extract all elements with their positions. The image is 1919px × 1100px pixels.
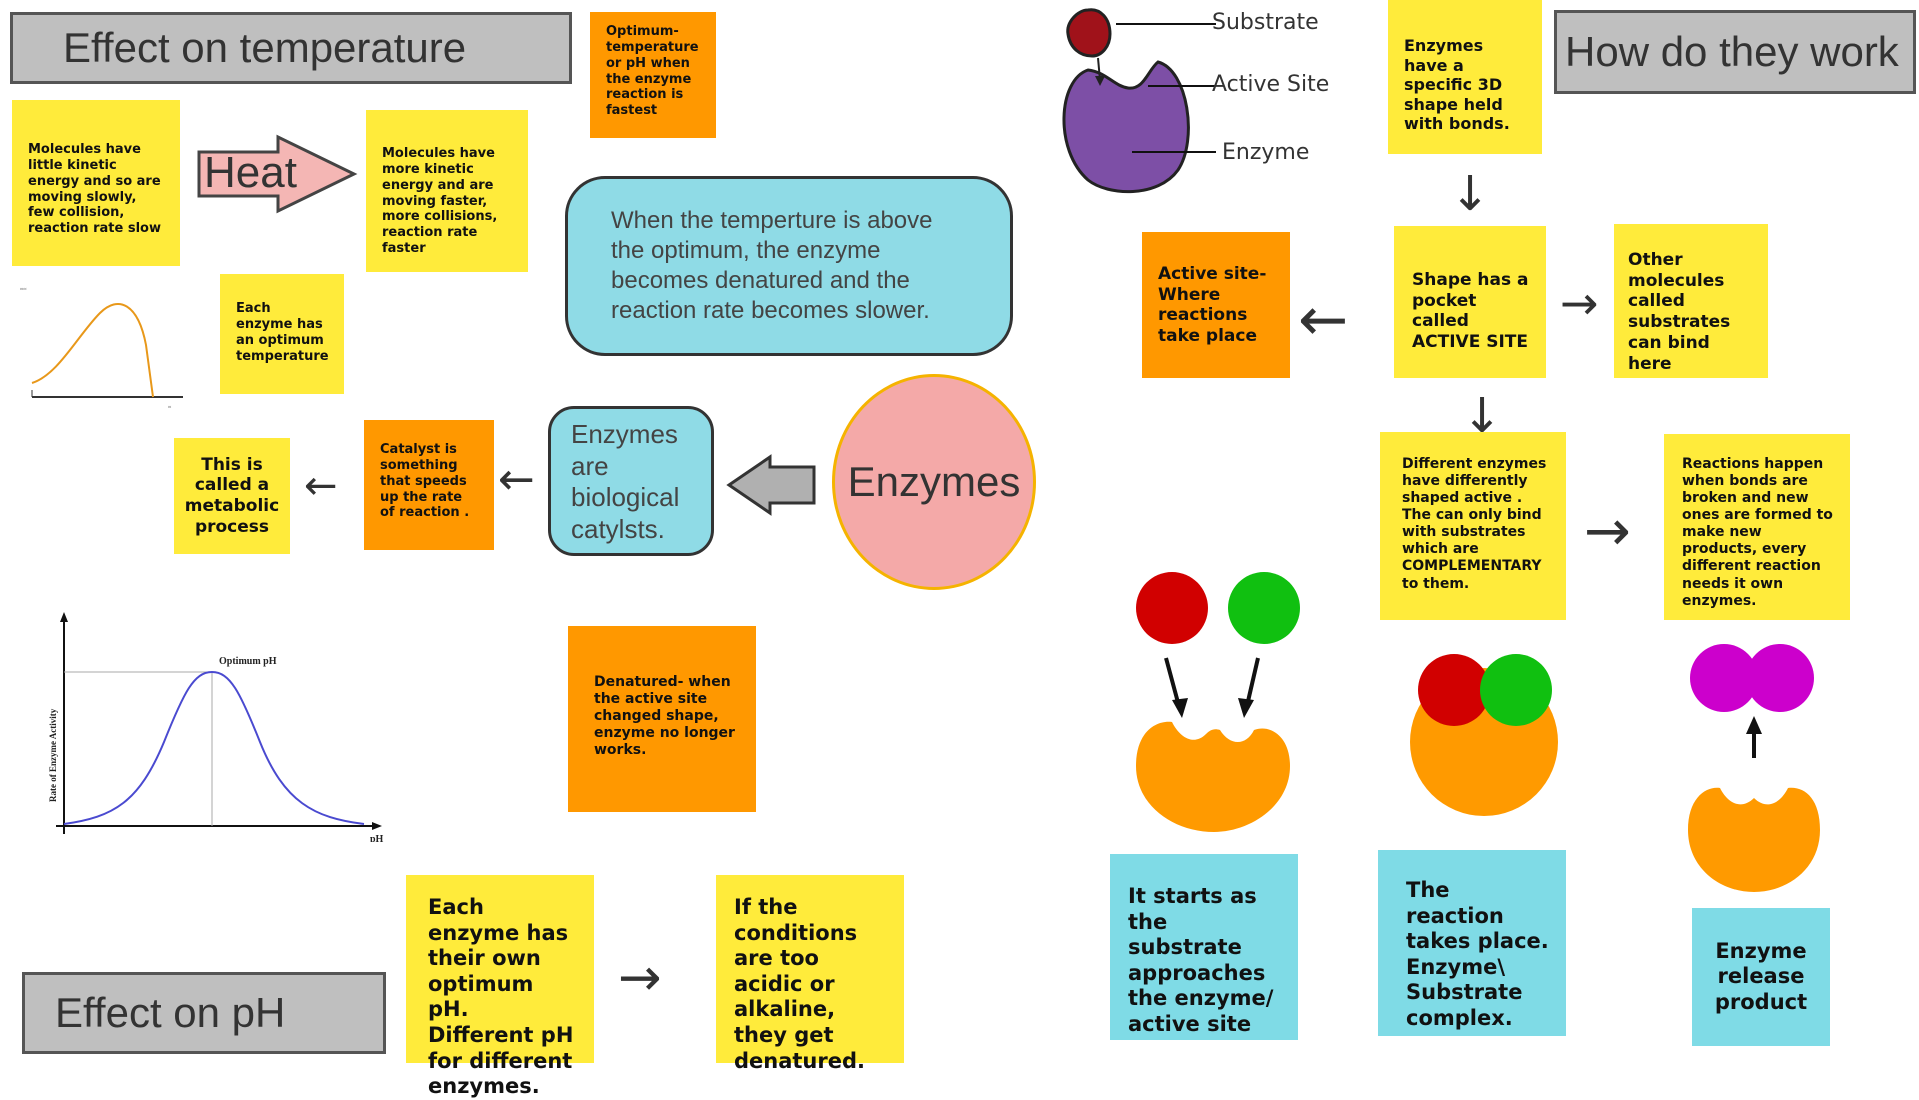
enzyme-substrate-diagram xyxy=(1062,8,1216,194)
temperature-curve-graph: ≈≈ ≈ xyxy=(20,287,183,411)
step2-enzyme-substrate-complex xyxy=(1410,654,1558,816)
step3-product-release xyxy=(1688,644,1820,892)
note-active-site-definition: Active site- Where reactions take place xyxy=(1142,232,1290,378)
label-active-site: Active Site xyxy=(1212,72,1330,97)
note-acidic-alkaline-denatured: If the conditions are too acidic or alka… xyxy=(716,875,904,1073)
arrow-down-icon: ↓ xyxy=(1450,166,1491,222)
svg-text:≈≈: ≈≈ xyxy=(20,287,27,293)
note-reactions-bonds: Reactions happen when bonds are broken a… xyxy=(1664,434,1850,620)
note-step1-substrate-approaches: It starts as the substrate approaches th… xyxy=(1110,854,1298,1040)
note-enzymes-are-biological-catalysts: Enzymes are biological catylsts. xyxy=(548,406,714,556)
arrow-left-icon: ← xyxy=(498,454,535,505)
label-substrate: Substrate xyxy=(1212,10,1319,35)
note-each-enzyme-optimum-temperature: Each enzyme has an optimum temperature xyxy=(220,274,344,394)
heat-label: Heat xyxy=(204,148,297,197)
svg-text:≈: ≈ xyxy=(168,405,172,411)
step1-substrates-approach xyxy=(1136,572,1300,832)
ph-curve-graph: Optimum pH pH Rate of Enzyme Activity xyxy=(48,612,384,842)
note-more-kinetic-energy: Molecules have more kinetic energy and a… xyxy=(366,110,528,272)
ph-y-axis-label: Rate of Enzyme Activity xyxy=(48,708,58,802)
note-step2-reaction-complex: The reaction takes place. Enzyme\ Substr… xyxy=(1378,850,1566,1036)
title-effect-on-temperature: Effect on temperature xyxy=(10,12,572,84)
note-denatured-definition: Denatured- when the active site changed … xyxy=(568,626,756,812)
note-denatured-above-optimum: When the temperture is above the optimum… xyxy=(565,176,1013,356)
title-effect-on-ph: Effect on pH xyxy=(22,972,386,1054)
note-complementary-substrates: Different enzymes have differently shape… xyxy=(1380,432,1566,620)
big-arrow-left-icon xyxy=(726,454,816,516)
note-pocket-active-site: Shape has a pocket called ACTIVE SITE xyxy=(1394,226,1546,378)
arrow-right-icon: → xyxy=(618,948,662,1008)
note-optimum-definition: Optimum- temperature or pH when the enzy… xyxy=(590,12,716,138)
note-step3-release-product: Enzyme release product xyxy=(1692,908,1830,1046)
ph-x-axis-label: pH xyxy=(370,834,384,842)
note-metabolic-process: This is called a metabolic process xyxy=(174,438,290,554)
arrow-left-icon: ← xyxy=(1298,285,1349,355)
note-each-enzyme-optimum-ph: Each enzyme has their own optimum pH. Di… xyxy=(406,875,594,1098)
note-little-kinetic-energy: Molecules have little kinetic energy and… xyxy=(12,100,180,266)
arrow-right-icon: → xyxy=(1584,499,1631,564)
note-catalyst-definition: Catalyst is something that speeds up the… xyxy=(364,420,494,550)
title-how-do-they-work: How do they work xyxy=(1554,10,1916,94)
note-substrates-bind: Other molecules called substrates can bi… xyxy=(1614,224,1768,378)
ph-optimum-label: Optimum pH xyxy=(219,656,277,667)
arrow-left-icon: ← xyxy=(304,463,338,509)
arrow-right-icon: → xyxy=(1560,276,1599,330)
label-enzyme: Enzyme xyxy=(1222,140,1310,165)
note-specific-3d-shape: Enzymes have a specific 3D shape held wi… xyxy=(1388,0,1542,154)
enzymes-circle: Enzymes xyxy=(832,374,1036,590)
heat-arrow-icon xyxy=(197,134,358,214)
